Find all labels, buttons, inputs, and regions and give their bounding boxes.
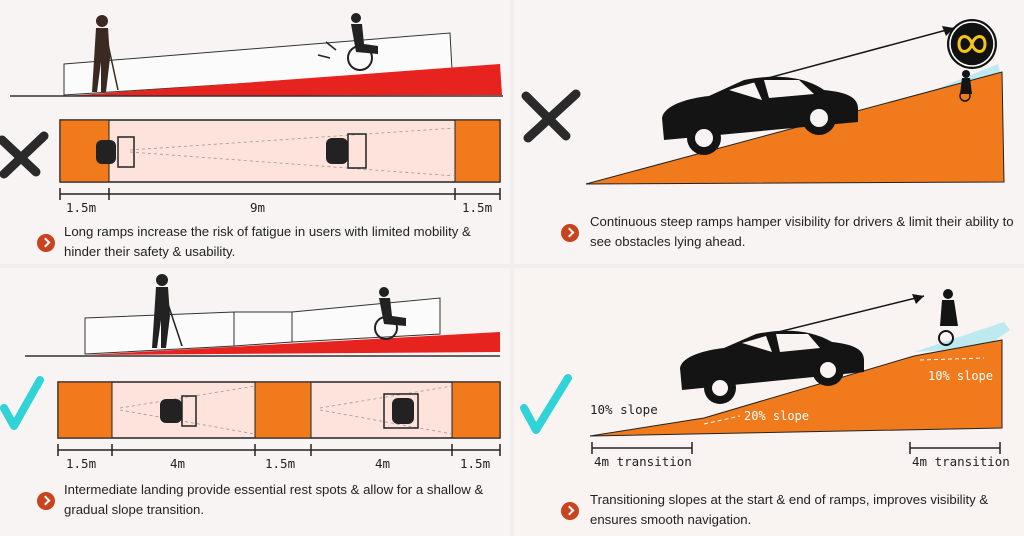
caption-transition-ramp: Transitioning slopes at the start & end …	[590, 492, 989, 527]
walking-person-icon	[152, 274, 183, 348]
ramp-surface	[585, 71, 1005, 185]
slope-start-label: 10% slope	[590, 402, 658, 417]
panel-long-ramp: 1.5m 9m 1.5m Long ramps increase the ris…	[0, 0, 510, 264]
cross-icon	[521, 89, 581, 143]
car-icon	[662, 76, 859, 155]
dim-label-1: 1.5m	[66, 456, 96, 471]
dim-label-3: 1.5m	[265, 456, 295, 471]
caption-steep-ramp: Continuous steep ramps hamper visibility…	[590, 214, 1014, 249]
chevron-right-icon	[37, 492, 55, 510]
dim-label-middle: 9m	[250, 200, 265, 215]
checkmark-icon	[0, 376, 44, 430]
landing-2	[254, 381, 312, 439]
dim-label-right: 1.5m	[462, 200, 492, 215]
transition-left-label: 4m transition	[594, 454, 692, 469]
checkmark-icon	[520, 374, 572, 434]
panel-landing-ramp: 1.5m 4m 1.5m 4m 1.5m Intermediate landin…	[0, 268, 510, 536]
dim-label-left: 1.5m	[66, 200, 96, 215]
chevron-right-icon	[561, 224, 579, 242]
ramp-surface	[589, 339, 1003, 437]
transition-right-label: 4m transition	[912, 454, 1010, 469]
landing-3	[451, 381, 501, 439]
caption-long-ramp: Long ramps increase the risk of fatigue …	[64, 224, 471, 259]
chevron-right-icon	[561, 502, 579, 520]
wheelchair-user-icon	[317, 13, 378, 71]
cyclist-icon	[959, 70, 972, 102]
chevron-right-icon	[37, 234, 55, 252]
dim-label-5: 1.5m	[460, 456, 490, 471]
car-icon	[680, 330, 864, 404]
cross-icon	[0, 131, 49, 179]
wheelchair-topview-icon	[160, 393, 419, 429]
slope-mid-label: 20% slope	[744, 409, 809, 423]
landing-right	[454, 119, 501, 183]
cyclist-icon	[938, 289, 958, 346]
transition-ramp-illustration: 10% slope 20% slope 10% slope 4m transit…	[520, 289, 1010, 469]
slope-end-label: 10% slope	[928, 369, 993, 383]
wheelchair-topview-icon	[96, 133, 367, 169]
caption-landing-ramp: Intermediate landing provide essential r…	[64, 482, 484, 517]
long-ramp-illustration: 1.5m 9m 1.5m	[0, 13, 503, 215]
brand-logo-icon	[947, 19, 997, 69]
landing-1	[57, 381, 113, 439]
dim-label-2: 4m	[170, 456, 185, 471]
dim-label-4: 4m	[375, 456, 390, 471]
wheelchair-user-icon	[374, 287, 406, 340]
panel-steep-ramp: Continuous steep ramps hamper visibility…	[514, 0, 1024, 264]
landing-ramp-illustration: 1.5m 4m 1.5m 4m 1.5m	[0, 274, 501, 471]
steep-ramp-illustration	[521, 26, 1005, 185]
panel-transition-ramp: 10% slope 20% slope 10% slope 4m transit…	[514, 268, 1024, 536]
ramp-surface	[66, 64, 502, 96]
walking-person-icon	[92, 15, 119, 92]
ramp-surface	[85, 332, 500, 355]
